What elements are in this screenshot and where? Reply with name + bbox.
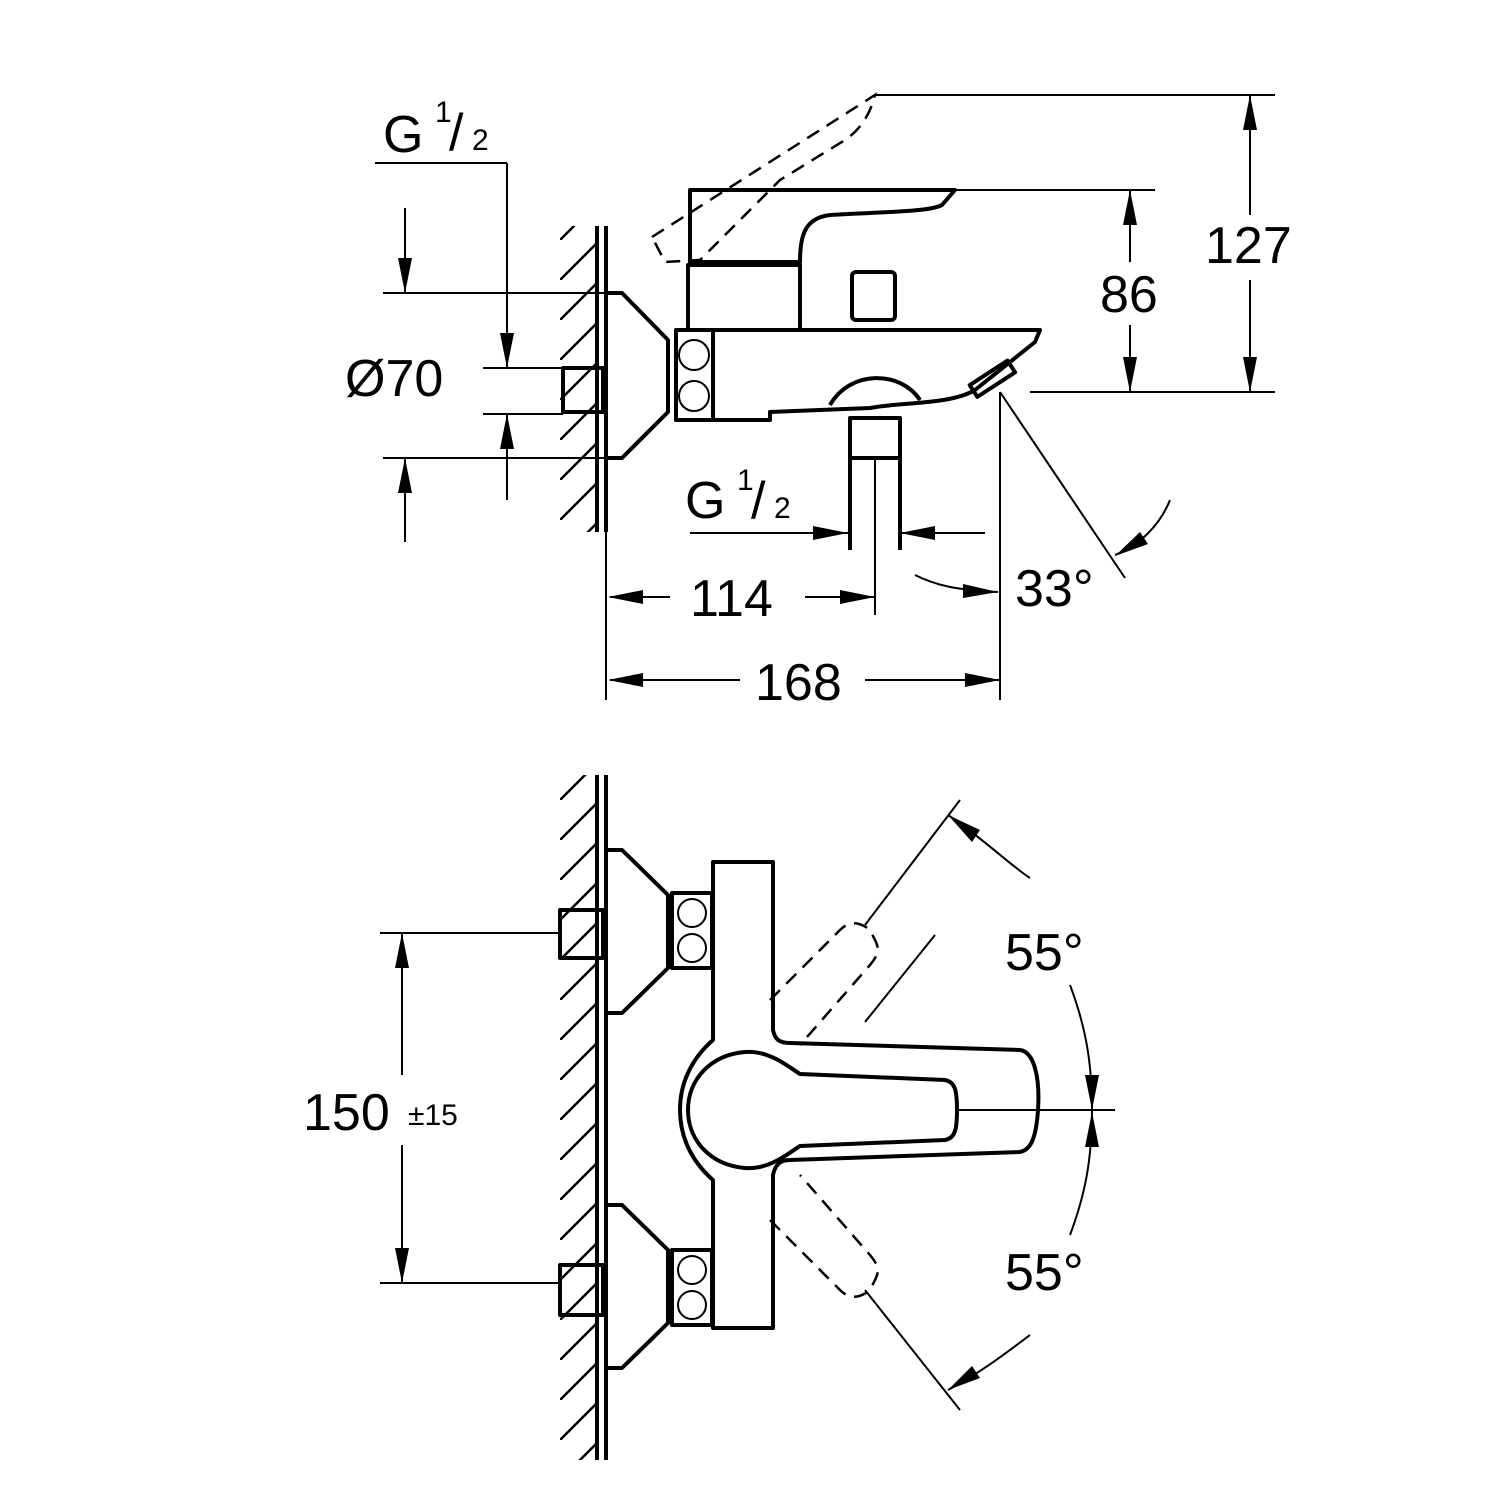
dim-86-label: 86 xyxy=(1100,266,1158,324)
dim-33-angle: 33° xyxy=(914,391,1171,618)
fraction-slash: / xyxy=(751,472,766,530)
thread-num: 1 xyxy=(737,464,754,497)
dim-168-label: 168 xyxy=(755,654,842,712)
dim-114-label: 114 xyxy=(690,570,773,628)
top-view: 150 ±15 55° 55° xyxy=(303,775,1115,1460)
dim-55-up-label: 55° xyxy=(1005,924,1084,982)
spout-aerator xyxy=(967,358,1018,399)
dim-86: 86 xyxy=(955,189,1158,392)
thread-den: 2 xyxy=(472,124,489,157)
lever-top xyxy=(686,1049,959,1171)
diverter-button xyxy=(850,270,897,322)
lever-left-position-dashed xyxy=(769,922,879,1046)
dim-127-label: 127 xyxy=(1205,217,1292,275)
lever-raised-dashed xyxy=(650,92,877,264)
thread-num: 1 xyxy=(435,96,452,129)
dim-diameter-label: Ø70 xyxy=(345,350,443,408)
outlet-dome xyxy=(828,376,922,407)
mixer-body-top xyxy=(678,860,1041,1330)
dim-55-down-label: 55° xyxy=(1005,1244,1084,1302)
fraction-slash: / xyxy=(449,104,464,162)
dim-150-label: 150 xyxy=(303,1084,390,1142)
shower-outlet xyxy=(848,416,902,460)
dim-150: 150 ±15 xyxy=(303,932,560,1284)
dim-150-tolerance: ±15 xyxy=(408,1099,458,1132)
dim-168: 168 xyxy=(608,392,1001,712)
thread-letter: G xyxy=(383,106,423,164)
escutcheon xyxy=(606,291,670,460)
thread-bottom: G 1 / 2 xyxy=(685,464,985,540)
wall-top xyxy=(560,226,608,532)
dim-114: 114 xyxy=(605,532,875,700)
thread-den: 2 xyxy=(774,492,791,525)
dim-127: 127 xyxy=(875,94,1292,393)
side-view: 127 86 Ø70 xyxy=(345,92,1292,712)
thread-top: G 1 / 2 xyxy=(375,96,563,500)
lever-right-position-dashed xyxy=(769,1174,879,1298)
dim-55-angles: 55° 55° xyxy=(864,799,1099,1411)
mixer-body xyxy=(711,328,1042,422)
wall-bottom xyxy=(560,775,608,1460)
dim-diameter: Ø70 xyxy=(345,208,606,542)
cartridge-housing xyxy=(686,263,802,332)
dim-33-label: 33° xyxy=(1015,560,1094,618)
inlet-connector xyxy=(561,366,605,414)
lever-handle xyxy=(688,188,957,264)
hex-nut xyxy=(674,328,715,422)
thread-letter: G xyxy=(685,472,725,530)
